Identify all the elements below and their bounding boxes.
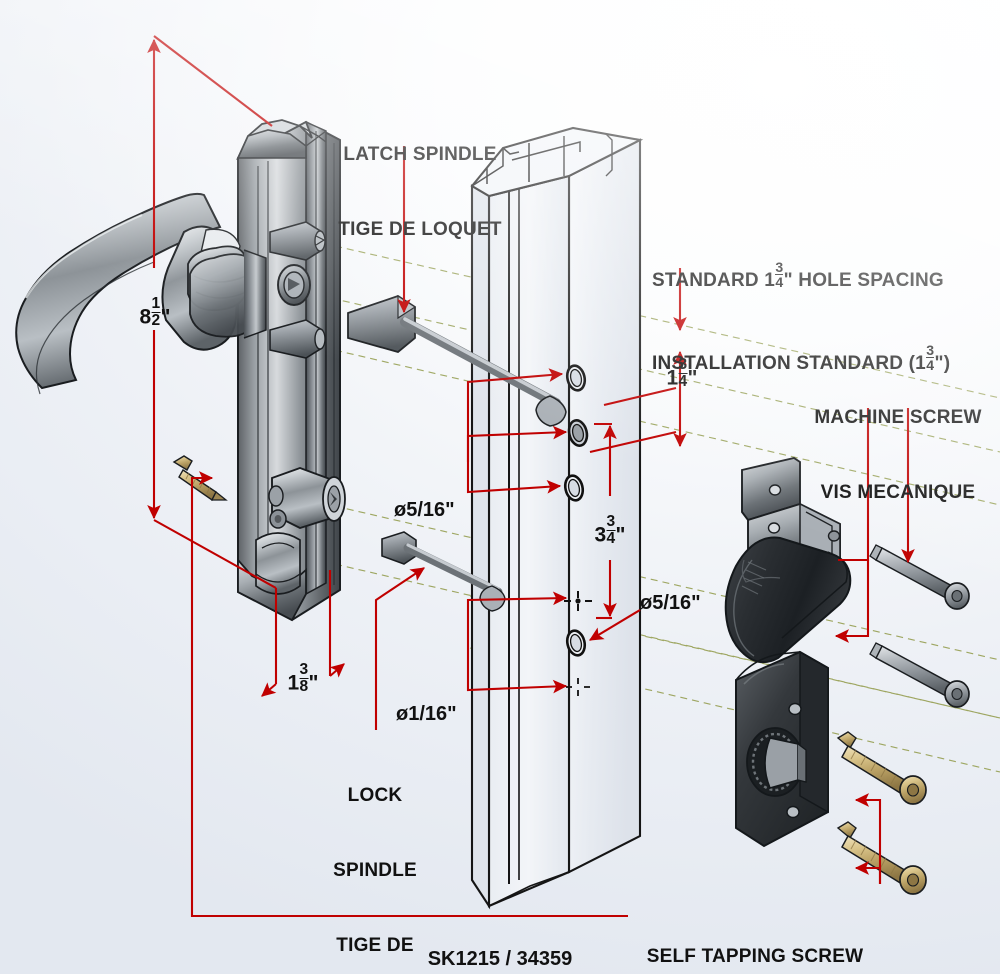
hole-latch-upper (565, 364, 587, 392)
leader-bottom-run (190, 471, 628, 918)
leader-lock-spindle (374, 567, 425, 730)
dim-0-unit: " (160, 305, 171, 329)
dim-1-whole: 1 (287, 671, 300, 695)
callout-bore-upper: ø5/16" (394, 499, 455, 521)
dim-0-whole: 8 (139, 305, 152, 329)
leader-pilot-hole (466, 591, 568, 694)
handle-key-cylinder (268, 466, 346, 530)
exterior-handle-assembly (15, 119, 346, 622)
self-tapping-screw-lower-right (836, 821, 927, 895)
hole-spacing-fr-pre: INSTALLATION STANDARD (1 (652, 352, 926, 374)
dim-3-unit: " (615, 523, 626, 547)
dim-escutcheon-width (261, 570, 345, 697)
machine-screw-upper (869, 544, 970, 610)
stile-holes (563, 364, 592, 696)
label-lock-spindle-line3: TIGE DE (336, 935, 414, 956)
hole-lock-lower (565, 629, 587, 657)
label-lock-spindle-line1: LOCK (347, 785, 403, 806)
label-self-tapping-screw: SELF TAPPING SCREW VIS AUTOTARAUDEUSES (637, 894, 873, 974)
interior-trim-assembly (724, 456, 852, 848)
hole-spacing-post: " HOLE SPACING (783, 269, 944, 291)
hole-latch-lower (563, 474, 585, 502)
leader-bore-lower (588, 609, 641, 641)
hole-spindle-latch (567, 419, 589, 447)
dim-1-unit: " (308, 671, 319, 695)
door-stile (470, 126, 644, 910)
callout-pilot-hole: ø1/16" (396, 703, 457, 725)
handle-spindle-lower (269, 319, 326, 359)
leader-self-tapping-screw (854, 793, 882, 884)
hole-pilot-lower (566, 678, 590, 696)
dim-spindle-spacing (594, 422, 617, 620)
annotation-leaders (147, 35, 915, 918)
part-number: SK1215 / 34359 (427, 948, 573, 970)
self-tapping-screw-upper-right (836, 731, 927, 805)
label-self-tapping-screw-line1: SELF TAPPING SCREW (646, 946, 864, 967)
latch-spindle-part (347, 294, 567, 427)
dim-2-unit: " (687, 366, 698, 390)
leader-bore-upper (466, 368, 568, 494)
label-lock-spindle: LOCK SPINDLE TIGE DE SERRURE (328, 733, 422, 974)
lever-handle (15, 192, 267, 395)
hole-pilot (564, 591, 592, 611)
hole-spacing-pre: STANDARD 1 (652, 269, 776, 291)
label-latch-spindle: LATCH SPINDLE TIGE DE LOQUET (338, 92, 501, 292)
dim-2-whole: 1 (666, 366, 679, 390)
handle-cylinder (277, 264, 311, 306)
label-machine-screw-line2: VIS MECANIQUE (820, 482, 976, 503)
handle-screw-boss (269, 509, 287, 529)
label-latch-spindle-line1: LATCH SPINDLE (343, 144, 497, 165)
label-lock-spindle-line2: SPINDLE (333, 860, 417, 881)
dim-overall-height (147, 35, 277, 589)
hole-spacing-fr-post: ") (934, 352, 951, 374)
leader-machine-screw (834, 408, 915, 643)
callout-bore-lower: ø5/16" (640, 592, 701, 614)
label-latch-spindle-line2: TIGE DE LOQUET (338, 219, 502, 240)
dim-hole-spacing (589, 350, 687, 454)
machine-screw-lower (869, 642, 970, 708)
handle-spindle-upper (269, 221, 326, 261)
label-machine-screw-line1: MACHINE SCREW (814, 407, 982, 428)
label-machine-screw: MACHINE SCREW VIS MECANIQUE (814, 355, 981, 555)
dim-3-whole: 3 (594, 523, 607, 547)
